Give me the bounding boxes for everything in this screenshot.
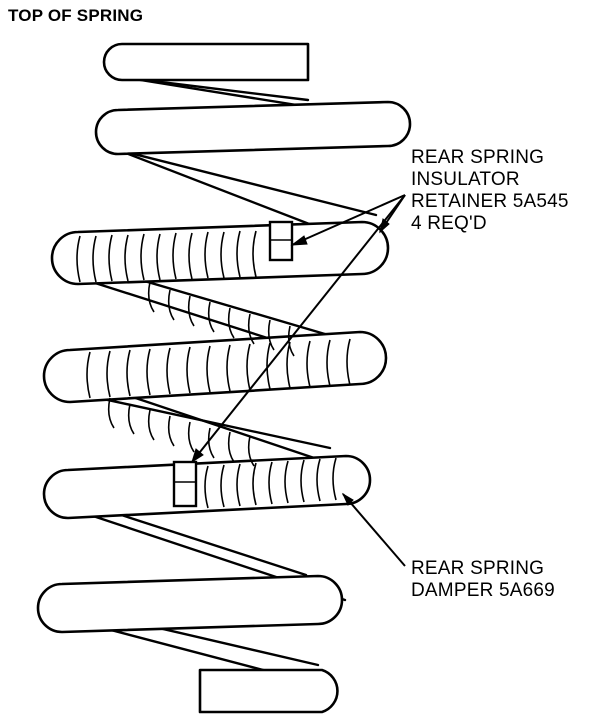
callout-line: INSULATOR bbox=[411, 169, 520, 190]
coil-loops bbox=[36, 42, 412, 714]
retainer-upper bbox=[268, 220, 294, 262]
coil-loop-1 bbox=[102, 42, 310, 82]
damper-segments bbox=[76, 230, 351, 509]
callout-line: RETAINER 5A545 bbox=[411, 191, 569, 212]
coil-loop-6 bbox=[36, 574, 344, 634]
coil-loop-5 bbox=[42, 454, 372, 520]
callout-damper: REAR SPRING DAMPER 5A669 bbox=[411, 558, 555, 602]
callout-line: DAMPER 5A669 bbox=[411, 580, 555, 601]
diagram-title: TOP OF SPRING bbox=[8, 6, 144, 25]
coil-loop-3 bbox=[50, 220, 390, 286]
callout-line: REAR SPRING bbox=[411, 147, 545, 168]
callout-insulator-retainer: REAR SPRING INSULATOR RETAINER 5A545 4 R… bbox=[411, 147, 569, 235]
retainer-lower bbox=[172, 460, 198, 508]
callout-line: 4 REQ'D bbox=[411, 213, 487, 234]
callout-line: REAR SPRING bbox=[411, 558, 545, 579]
coil-loop-4 bbox=[42, 330, 388, 404]
leader-lines bbox=[191, 194, 406, 567]
coil-loop-2 bbox=[94, 100, 412, 156]
coil-loop-7 bbox=[198, 668, 339, 714]
insulator-retainers bbox=[172, 220, 294, 508]
